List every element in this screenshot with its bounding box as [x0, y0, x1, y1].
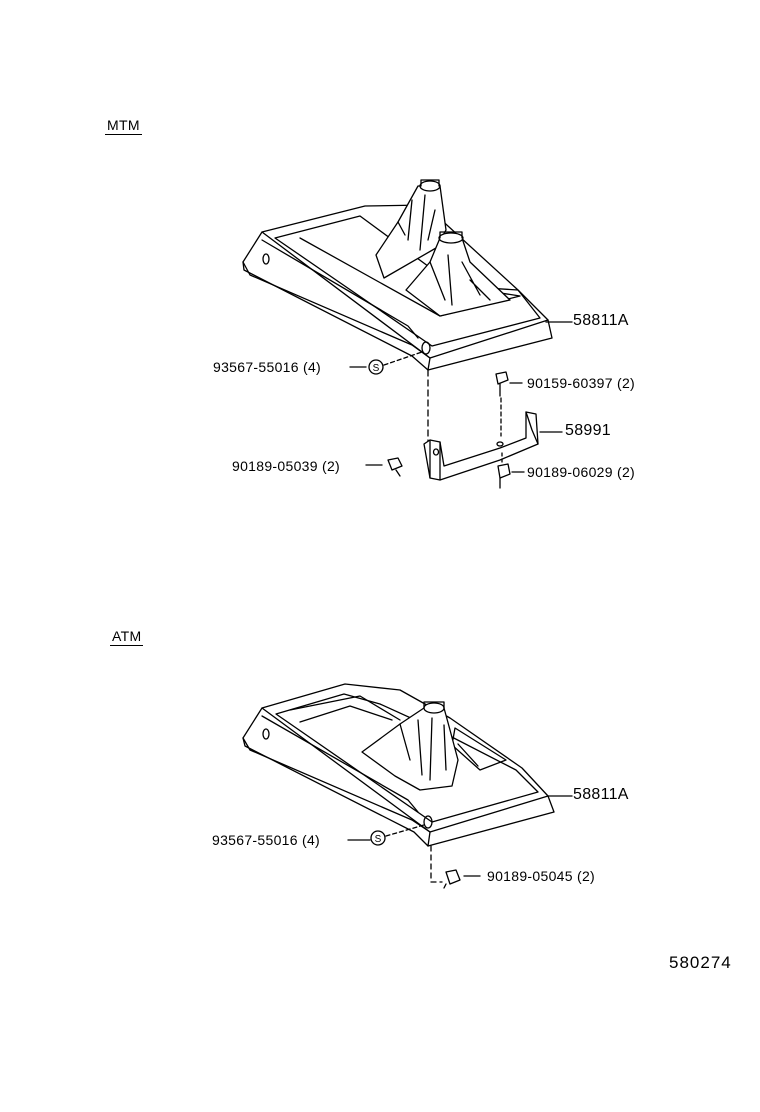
- mtm-shift-boot-front: [405, 231, 511, 317]
- atm-bushing: S: [347, 824, 425, 846]
- mtm-screw-top-label: 90159-60397 (2): [527, 375, 636, 391]
- atm-shift-boot: [361, 701, 459, 791]
- mtm-screw-right: [497, 451, 525, 489]
- atm-console-label: 58811A: [573, 786, 629, 803]
- mtm-screw-top: [495, 371, 523, 437]
- mtm-bracket: [423, 411, 563, 481]
- mtm-bushing: S: [349, 351, 423, 375]
- atm-screw-label: 90189-05045 (2): [487, 868, 596, 884]
- svg-text:S: S: [375, 834, 382, 845]
- atm-bushing-label: 93567-55016 (4): [212, 832, 321, 848]
- mtm-screw-left: [365, 457, 403, 477]
- mtm-section-title: MTM: [105, 117, 142, 135]
- mtm-shift-boot-rear: [375, 179, 447, 279]
- figure-number: 580274: [669, 953, 732, 972]
- mtm-bushing-label: 93567-55016 (4): [213, 359, 322, 375]
- atm-dashed-guide: [430, 845, 443, 883]
- atm-screw: [443, 869, 481, 889]
- svg-text:S: S: [373, 363, 380, 374]
- mtm-screw-right-label: 90189-06029 (2): [527, 464, 636, 480]
- mtm-screw-left-label: 90189-05039 (2): [232, 458, 341, 474]
- mtm-bracket-label: 58991: [565, 422, 611, 439]
- atm-section-title: ATM: [110, 628, 144, 646]
- mtm-console-label: 58811A: [573, 312, 629, 329]
- mtm-console-box: [242, 204, 553, 371]
